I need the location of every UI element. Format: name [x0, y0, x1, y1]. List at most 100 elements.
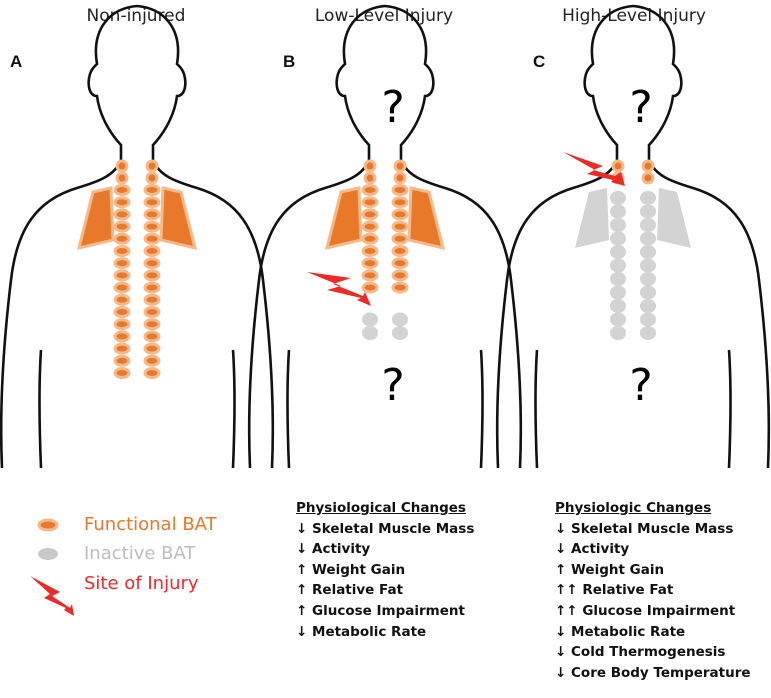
- unknown-mark-head: ?: [381, 82, 404, 133]
- inactive-bat-vertebra: [640, 313, 656, 327]
- change-item: ↓ Skeletal Muscle Mass: [296, 519, 474, 540]
- functional-bat-vertebra: [393, 247, 407, 256]
- functional-bat-vertebra: [363, 271, 377, 280]
- functional-bat-vertebra: [145, 320, 159, 329]
- functional-bat-vertebra: [115, 356, 129, 365]
- injury-bolt: [307, 272, 371, 306]
- functional-bat-vertebra: [363, 247, 377, 256]
- inactive-bat-vertebra: [392, 313, 408, 327]
- change-item: ↓ Skeletal Muscle Mass: [555, 519, 751, 540]
- functional-bat-vertebra: [363, 186, 377, 195]
- functional-bat-vertebra: [115, 259, 129, 268]
- spine-column-right: [145, 161, 159, 378]
- functional-bat-vertebra: [115, 283, 129, 292]
- inactive-bat-vertebra: [640, 272, 656, 286]
- functional-bat-vertebra: [115, 210, 129, 219]
- bat-depots: [79, 161, 195, 378]
- changes-high-heading: Physiologic Changes: [555, 498, 751, 519]
- functional-bat-vertebra: [115, 295, 129, 304]
- functional-bat-vertebra: [393, 222, 407, 231]
- functional-bat-vertebra: [643, 161, 653, 171]
- functional-bat-vertebra: [395, 173, 405, 183]
- functional-bat-vertebra: [365, 173, 375, 183]
- functional-bat-vertebra: [363, 283, 377, 292]
- functional-bat-vertebra: [117, 173, 127, 183]
- functional-bat-vertebra: [363, 234, 377, 243]
- functional-bat-vertebra: [393, 210, 407, 219]
- legend-injury-label: Site of Injury: [84, 573, 199, 594]
- inactive-bat-vertebra: [610, 326, 626, 340]
- change-item: ↑ Relative Fat: [296, 580, 474, 601]
- legend-functional-label: Functional BAT: [84, 514, 217, 535]
- functional-bat-vertebra: [145, 332, 159, 341]
- legend-functional-icon: [39, 520, 57, 530]
- bat-scapular-right: [657, 188, 691, 248]
- inactive-bat-vertebra: [610, 313, 626, 327]
- functional-bat-vertebra: [145, 259, 159, 268]
- functional-bat-vertebra: [145, 356, 159, 365]
- inactive-bat-vertebra: [640, 245, 656, 259]
- functional-bat-vertebra: [145, 198, 159, 207]
- inactive-bat-vertebra: [362, 313, 378, 327]
- functional-bat-vertebra: [643, 173, 653, 183]
- inactive-bat-vertebra: [640, 259, 656, 273]
- bat-scapular-left: [575, 188, 609, 248]
- change-item: ↓ Cold Thermogenesis: [555, 642, 751, 663]
- functional-bat-vertebra: [115, 369, 129, 378]
- functional-bat-vertebra: [393, 186, 407, 195]
- body-outline: [1, 6, 273, 468]
- inactive-bat-vertebra: [610, 191, 626, 205]
- functional-bat-vertebra: [363, 259, 377, 268]
- unknown-mark-head: ?: [629, 82, 652, 133]
- inactive-bat-vertebra: [392, 326, 408, 340]
- functional-bat-vertebra: [363, 198, 377, 207]
- functional-bat-vertebra: [115, 344, 129, 353]
- functional-bat-vertebra: [145, 222, 159, 231]
- functional-bat-vertebra: [363, 222, 377, 231]
- inactive-bat-vertebra: [640, 191, 656, 205]
- bat-scapular-left: [79, 188, 113, 248]
- functional-bat-vertebra: [115, 234, 129, 243]
- change-item: ↑ Weight Gain: [555, 560, 751, 581]
- functional-bat-vertebra: [115, 247, 129, 256]
- functional-bat-vertebra: [115, 198, 129, 207]
- inactive-bat-vertebra: [640, 299, 656, 313]
- legend-icons: [30, 520, 74, 616]
- changes-high-level: Physiologic Changes ↓ Skeletal Muscle Ma…: [555, 498, 751, 683]
- functional-bat-vertebra: [145, 186, 159, 195]
- inactive-bat-vertebra: [610, 259, 626, 273]
- functional-bat-vertebra: [145, 369, 159, 378]
- functional-bat-vertebra: [395, 161, 405, 171]
- panel-b-figure: ? ?: [249, 6, 521, 468]
- inactive-bat-vertebra: [610, 245, 626, 259]
- bat-scapular-left: [327, 188, 361, 248]
- bat-scapular-right: [161, 188, 195, 248]
- bat-scapular-right: [409, 188, 443, 248]
- functional-bat-vertebra: [393, 234, 407, 243]
- legend-injury-icon: [30, 576, 74, 616]
- functional-bat-vertebra: [365, 161, 375, 171]
- inactive-bat-vertebra: [640, 218, 656, 232]
- functional-bat-vertebra: [393, 283, 407, 292]
- functional-bat-vertebra: [115, 308, 129, 317]
- inactive-bat-vertebra: [610, 232, 626, 246]
- functional-bat-vertebra: [145, 283, 159, 292]
- spine-column-right: [392, 161, 408, 340]
- functional-bat-vertebra: [115, 222, 129, 231]
- functional-bat-vertebra: [145, 308, 159, 317]
- legend-inactive-icon: [38, 548, 58, 560]
- inactive-bat-vertebra: [610, 272, 626, 286]
- panel-c-figure: ? ?: [497, 6, 769, 468]
- change-item: ↑↑ Relative Fat: [555, 580, 751, 601]
- functional-bat-vertebra: [363, 210, 377, 219]
- functional-bat-vertebra: [145, 234, 159, 243]
- functional-bat-vertebra: [393, 198, 407, 207]
- functional-bat-vertebra: [115, 320, 129, 329]
- changes-low-heading: Physiological Changes: [296, 498, 474, 519]
- unknown-mark-torso: ?: [629, 360, 652, 411]
- functional-bat-vertebra: [613, 161, 623, 171]
- functional-bat-vertebra: [117, 161, 127, 171]
- change-item: ↓ Metabolic Rate: [296, 622, 474, 643]
- spine-column-left: [115, 161, 129, 378]
- panel-a-figure: [1, 6, 273, 468]
